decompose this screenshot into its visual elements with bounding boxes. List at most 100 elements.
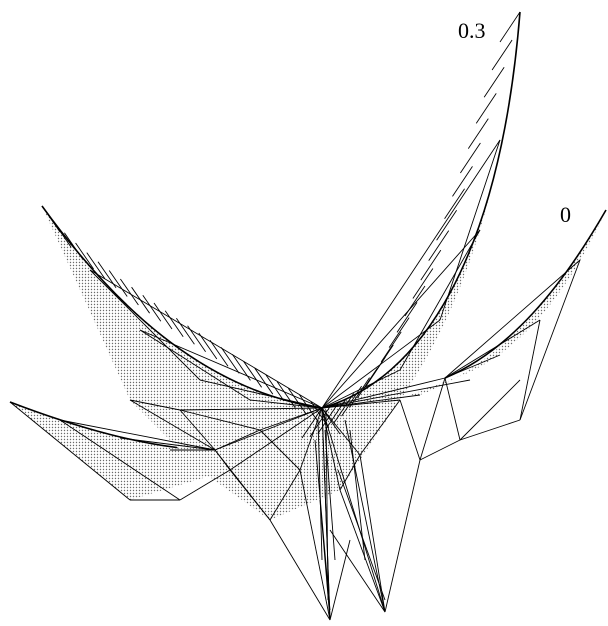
mesh-edge xyxy=(129,399,181,411)
mesh-hatch xyxy=(317,403,339,435)
mesh-hatch xyxy=(220,347,240,374)
mesh-edge xyxy=(321,394,421,409)
mesh-edge xyxy=(119,437,216,451)
mesh-edge xyxy=(179,409,261,431)
mesh-edge xyxy=(419,377,446,461)
lower-surface-rim-right xyxy=(444,209,607,379)
mesh-edge xyxy=(321,407,386,613)
mesh-edge xyxy=(89,269,323,409)
mesh-edge xyxy=(229,407,323,471)
mesh-hatch xyxy=(299,394,318,422)
mesh-edge xyxy=(459,419,521,441)
mesh-edge xyxy=(344,419,386,613)
mesh-hatch xyxy=(288,388,307,415)
mesh-hatch xyxy=(75,242,94,270)
lower-surface-label: 0 xyxy=(560,202,571,227)
mesh-hatch xyxy=(475,93,497,124)
mesh-hatch xyxy=(86,252,106,279)
mesh-hatch xyxy=(153,302,173,330)
mesh-edge xyxy=(444,259,581,379)
mesh-edge xyxy=(329,539,351,621)
mesh-edge xyxy=(444,377,461,441)
mesh-hatch xyxy=(265,374,285,402)
mesh-edge xyxy=(9,401,131,501)
mesh-hatch xyxy=(388,317,410,348)
mesh-edge xyxy=(299,407,323,471)
mesh-hatch xyxy=(372,344,394,376)
mesh-edge xyxy=(399,229,481,371)
mesh-edge xyxy=(321,369,401,409)
triangulation-mesh xyxy=(9,11,581,621)
upper-surface-label: 0.3 xyxy=(458,18,486,43)
mesh-hatch xyxy=(97,261,117,288)
mesh-edge xyxy=(439,139,501,321)
mesh-edge xyxy=(249,399,323,409)
mesh-hatch xyxy=(64,232,83,260)
mesh-hatch xyxy=(254,367,274,395)
mesh-edge xyxy=(321,377,446,409)
mesh-edge xyxy=(199,379,323,409)
mesh-edge xyxy=(269,519,331,621)
mesh-edge xyxy=(299,469,331,621)
mesh-hatch xyxy=(325,399,347,430)
mesh-hatch xyxy=(436,209,458,241)
mesh-edge xyxy=(419,439,461,461)
mesh-hatch xyxy=(499,11,521,43)
mesh-hatch xyxy=(52,221,72,248)
mesh-hatch xyxy=(349,377,370,408)
mesh-hatch xyxy=(309,406,331,438)
mesh-edge xyxy=(214,429,261,451)
mesh-edge xyxy=(179,407,323,411)
mesh-edge xyxy=(214,449,231,471)
mesh-edge xyxy=(321,407,361,456)
mesh-hatch xyxy=(108,270,128,297)
mesh-hatch xyxy=(243,361,262,388)
mesh-hatch xyxy=(467,118,489,149)
mesh-edge xyxy=(321,229,481,409)
mesh-hatch xyxy=(428,230,450,261)
mesh-hatch xyxy=(187,325,206,352)
mesh-edge xyxy=(324,429,336,561)
mesh-hatch xyxy=(396,302,418,333)
mesh-edge xyxy=(359,454,386,613)
mesh-edge xyxy=(519,319,541,421)
mesh-edge xyxy=(399,399,421,461)
mesh-edge xyxy=(214,407,323,451)
mesh-hatch xyxy=(142,294,162,322)
mesh-edge xyxy=(359,399,401,456)
mesh-edge xyxy=(321,407,331,621)
mesh-edge xyxy=(269,469,301,521)
mesh-hatch xyxy=(176,318,195,345)
mesh-edge xyxy=(89,269,201,381)
mesh-hatch xyxy=(41,205,61,233)
mesh-hatch xyxy=(444,188,465,220)
mesh-hatch xyxy=(310,401,330,428)
mesh-hatch xyxy=(198,332,218,360)
mesh-hatch xyxy=(483,66,505,98)
mesh-hatch xyxy=(420,249,442,281)
mesh-edge xyxy=(139,329,251,401)
mesh-edge xyxy=(317,419,323,561)
mesh-hatch xyxy=(321,407,341,435)
mesh-hatch xyxy=(412,268,434,299)
mesh-edge xyxy=(444,319,541,379)
mesh-edge xyxy=(259,429,301,471)
mesh-edge xyxy=(179,409,216,451)
mesh-edge xyxy=(459,379,521,441)
mesh-edge xyxy=(329,529,386,613)
mesh-edge xyxy=(444,354,501,379)
mesh-edge xyxy=(59,419,181,501)
mesh-hatch xyxy=(357,367,378,399)
mesh-edge xyxy=(314,439,331,611)
mesh-edge xyxy=(337,469,386,601)
mesh-edge xyxy=(384,459,421,613)
mesh-hatch xyxy=(120,278,139,306)
mesh-hatch xyxy=(131,286,150,314)
mesh-hatch xyxy=(460,142,481,174)
mesh-hatch xyxy=(452,166,473,197)
mesh-edge xyxy=(59,419,216,451)
mesh-edge xyxy=(321,139,501,409)
upper-surface-rim-right xyxy=(321,11,521,409)
mesh-edge xyxy=(179,469,231,501)
